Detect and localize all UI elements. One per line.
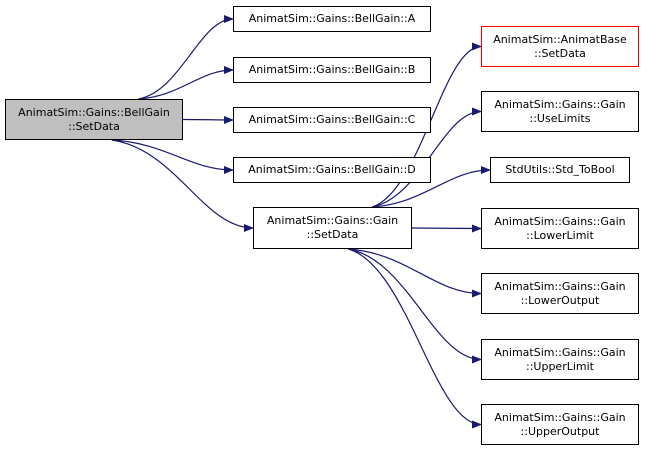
edge-gain-setdata-to-gain-loweroutput xyxy=(348,248,482,298)
node-label-line2: ::UseLimits xyxy=(529,111,591,125)
node-label-line2: ::UpperLimit xyxy=(526,359,594,373)
edge-bellgain-setdata-to-bellgain-d xyxy=(111,139,234,174)
node-label: AnimatSim::Gains::BellGain::A xyxy=(248,12,416,25)
edge-bellgain-setdata-to-bellgain-c xyxy=(182,115,234,124)
node-label-line2: ::SetData xyxy=(68,119,120,133)
node-label-line1: AnimatSim::Gains::Gain xyxy=(494,279,626,293)
node-label-line2: ::UpperOutput xyxy=(520,424,600,438)
node-bellgain-setdata[interactable]: AnimatSim::Gains::BellGain ::SetData xyxy=(5,99,183,140)
edge-bellgain-setdata-to-gain-setdata xyxy=(111,139,254,232)
node-bellgain-b[interactable]: AnimatSim::Gains::BellGain::B xyxy=(233,57,431,83)
edge-gain-setdata-to-gain-uselimits xyxy=(372,107,482,208)
node-label-line1: AnimatSim::Gains::Gain xyxy=(494,97,626,111)
node-gain-uselimits[interactable]: AnimatSim::Gains::Gain ::UseLimits xyxy=(481,91,639,132)
node-bellgain-a[interactable]: AnimatSim::Gains::BellGain::A xyxy=(233,6,431,32)
node-label-line1: AnimatSim::Gains::Gain xyxy=(494,345,626,359)
node-label-line1: AnimatSim::Gains::Gain xyxy=(266,214,399,227)
node-label-line1: AnimatSim::AnimatBase xyxy=(493,32,627,46)
node-gain-lowerlimit[interactable]: AnimatSim::Gains::Gain ::LowerLimit xyxy=(481,208,639,249)
node-animatbase-setdata[interactable]: AnimatSim::AnimatBase ::SetData xyxy=(481,26,639,67)
node-gain-setdata[interactable]: AnimatSim::Gains::Gain ::SetData xyxy=(253,207,412,249)
node-label-line1: AnimatSim::Gains::Gain xyxy=(494,410,626,424)
node-label-line1: AnimatSim::Gains::BellGain xyxy=(18,105,170,119)
node-label: AnimatSim::Gains::BellGain::B xyxy=(248,63,416,76)
node-bellgain-c[interactable]: AnimatSim::Gains::BellGain::C xyxy=(233,107,431,133)
node-label-line2: ::SetData xyxy=(306,228,359,241)
node-bellgain-d[interactable]: AnimatSim::Gains::BellGain::D xyxy=(233,157,431,183)
node-label-line2: ::LowerOutput xyxy=(520,293,600,307)
edge-bellgain-setdata-to-bellgain-b xyxy=(138,66,234,100)
node-label-line2: ::LowerLimit xyxy=(526,228,594,242)
edge-gain-setdata-to-gain-upperlimit xyxy=(348,248,482,364)
node-std-tobool[interactable]: StdUtils::Std_ToBool xyxy=(490,157,630,183)
node-gain-upperoutput[interactable]: AnimatSim::Gains::Gain ::UpperOutput xyxy=(481,404,639,445)
node-gain-upperlimit[interactable]: AnimatSim::Gains::Gain ::UpperLimit xyxy=(481,339,639,380)
node-label: AnimatSim::Gains::BellGain::C xyxy=(248,113,416,126)
edge-gain-setdata-to-gain-lowerlimit xyxy=(411,224,482,233)
node-label: AnimatSim::Gains::BellGain::D xyxy=(248,163,416,176)
edge-gain-setdata-to-gain-upperoutput xyxy=(348,248,482,429)
edge-bellgain-setdata-to-bellgain-a xyxy=(138,15,234,100)
node-gain-loweroutput[interactable]: AnimatSim::Gains::Gain ::LowerOutput xyxy=(481,273,639,314)
node-label-line2: ::SetData xyxy=(534,46,586,60)
edge-gain-setdata-to-std-tobool xyxy=(372,166,491,208)
node-label-line1: AnimatSim::Gains::Gain xyxy=(494,214,626,228)
node-label: StdUtils::Std_ToBool xyxy=(505,163,615,176)
